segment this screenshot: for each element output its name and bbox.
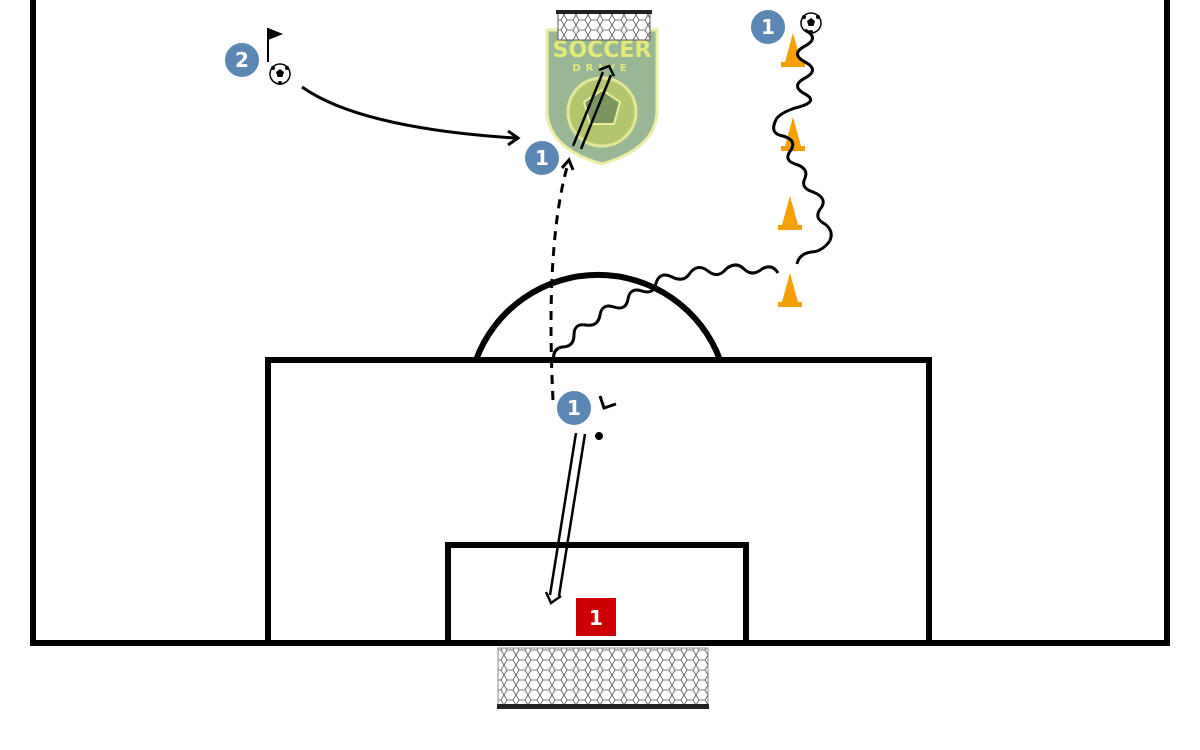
player-marker[interactable]: 1 (749, 8, 787, 46)
player-label: 1 (567, 396, 581, 420)
player-marker[interactable]: 1 (523, 139, 561, 177)
cone-icon (778, 273, 802, 307)
ball-icon (269, 63, 291, 85)
cone-icon (778, 196, 802, 230)
shot-arrow-mini-goal (571, 64, 616, 150)
mini-goal (556, 10, 652, 41)
goalkeeper-label: 1 (589, 606, 603, 630)
main-goal (497, 647, 709, 709)
goalkeeper-marker[interactable]: 1 (576, 598, 616, 636)
ball-dot (595, 432, 603, 440)
pass-arrow (301, 85, 521, 147)
player-marker[interactable]: 1 (555, 389, 593, 427)
player-label: 1 (535, 146, 549, 170)
player-label: 2 (235, 48, 249, 72)
cones (778, 33, 805, 307)
run-arrow (549, 157, 575, 401)
logo-badge: SOCCER DRIVE (545, 28, 659, 166)
penalty-arc (473, 271, 723, 362)
pitch (30, 0, 1170, 646)
dribble-path (552, 28, 833, 410)
player-marker[interactable]: 2 (223, 41, 261, 79)
flag-icon (267, 28, 283, 62)
ball-icon (800, 12, 822, 34)
shot-arrow-main-goal (544, 432, 587, 605)
logo-line1: SOCCER (553, 38, 652, 63)
player-label: 1 (761, 15, 775, 39)
goal-box (445, 542, 749, 646)
